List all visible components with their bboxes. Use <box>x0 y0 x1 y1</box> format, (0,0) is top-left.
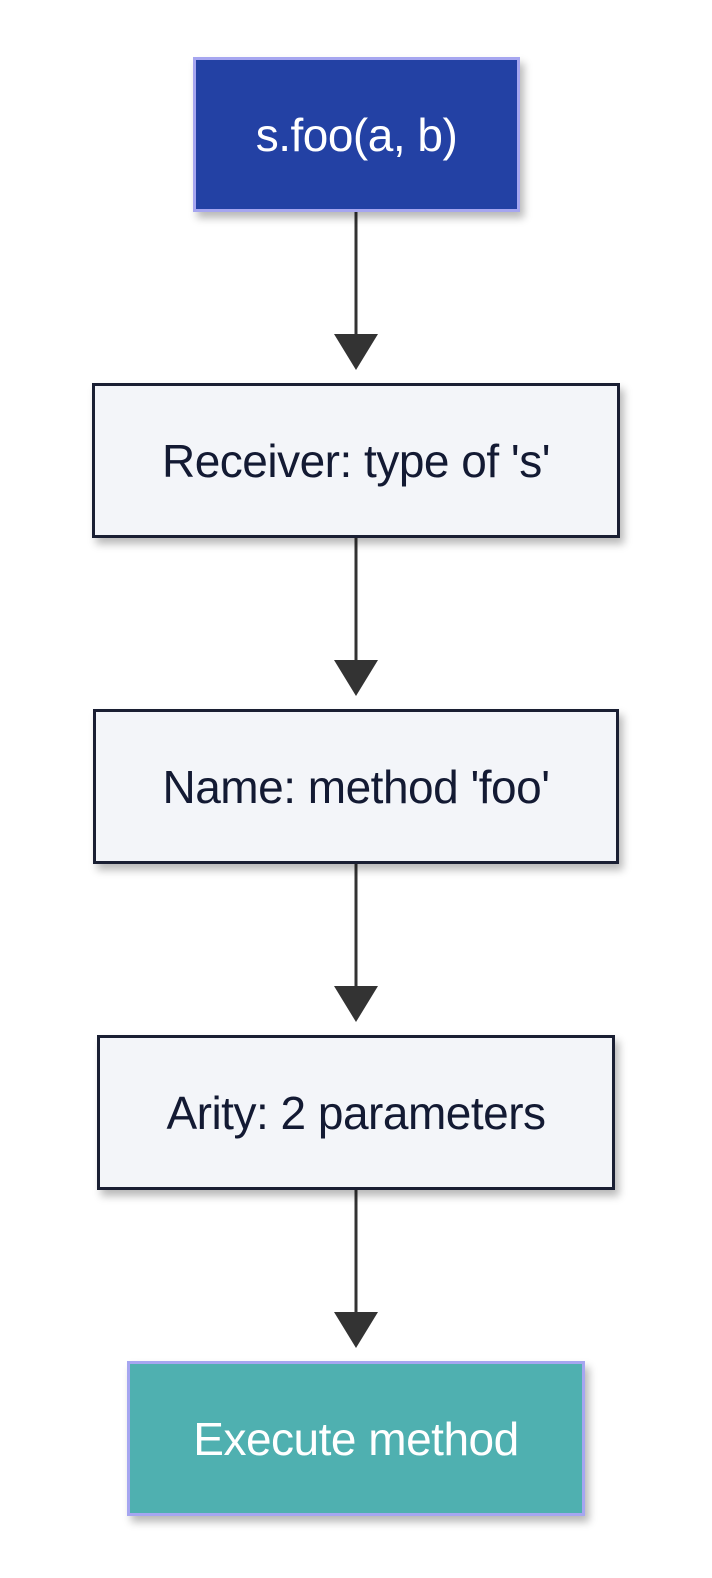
node-method-name: Name: method 'foo' <box>93 709 619 864</box>
edge-name-to-arity <box>334 864 378 1022</box>
edge-arity-to-execute <box>334 1190 378 1348</box>
edge-receiver-to-name <box>334 538 378 696</box>
node-method-call: s.foo(a, b) <box>193 57 520 212</box>
edge-call-to-receiver <box>334 212 378 370</box>
node-arity: Arity: 2 parameters <box>97 1035 615 1190</box>
node-execute-method: Execute method <box>127 1361 585 1516</box>
node-receiver: Receiver: type of 's' <box>92 383 620 538</box>
